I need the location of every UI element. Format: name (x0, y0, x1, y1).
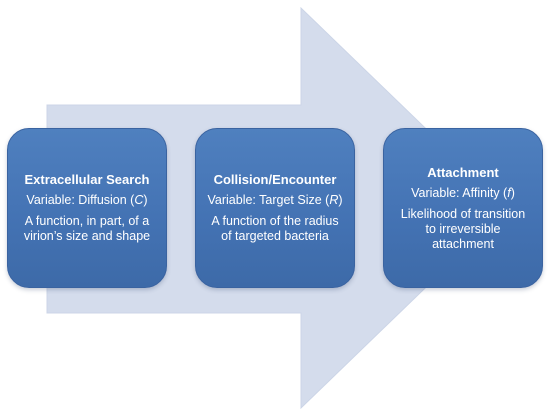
stage-extracellular-search: Extracellular Search Variable: Diffusion… (7, 128, 167, 288)
variable-prefix: Variable: Diffusion ( (26, 193, 135, 207)
variable-prefix: Variable: Target Size ( (207, 193, 330, 207)
stage-title: Collision/Encounter (213, 172, 337, 187)
variable-symbol: f (507, 185, 511, 200)
variable-suffix: ) (143, 193, 148, 207)
stage-variable: Variable: Diffusion (C) (26, 193, 147, 208)
stage-variable: Variable: Target Size (R) (207, 193, 342, 208)
stage-title: Extracellular Search (24, 172, 150, 187)
stage-description: Likelihood of transition to irreversible… (400, 206, 526, 251)
stage-description: A function of the radius of targeted bac… (211, 214, 339, 243)
stage-collision-encounter: Collision/Encounter Variable: Target Siz… (195, 128, 355, 288)
stage-description: A function, in part, of a virion’s size … (23, 214, 151, 243)
variable-prefix: Variable: Affinity ( (411, 185, 508, 200)
variable-symbol: C (134, 193, 144, 207)
variable-suffix: ) (338, 193, 343, 207)
stage-variable: Variable: Affinity (f) (411, 186, 515, 201)
variable-symbol: R (329, 193, 339, 207)
stage-attachment: Attachment Variable: Affinity (f) Likeli… (383, 128, 543, 288)
variable-suffix: ) (510, 185, 515, 200)
stage-title: Attachment (427, 164, 499, 180)
